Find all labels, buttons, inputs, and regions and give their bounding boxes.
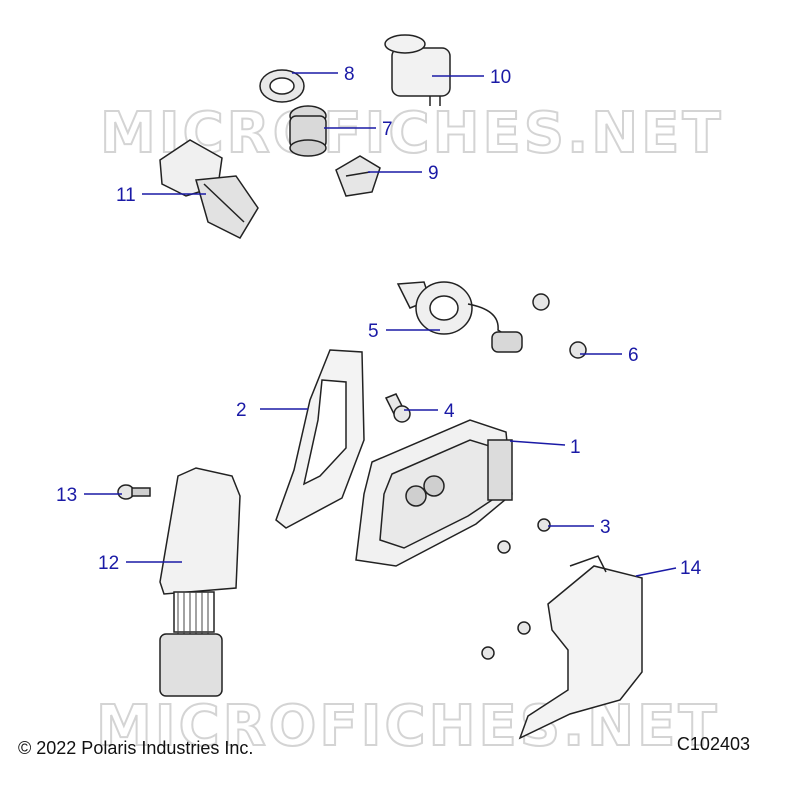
part-10-relay bbox=[384, 34, 451, 106]
callout-5: 5 bbox=[368, 321, 379, 342]
callout-1: 1 bbox=[570, 437, 581, 458]
part-11-ignition-switch bbox=[159, 139, 259, 239]
callout-9: 9 bbox=[428, 163, 439, 184]
callout-10: 10 bbox=[490, 67, 511, 88]
part-8-ring-nut bbox=[259, 69, 305, 103]
leader-lines bbox=[84, 72, 677, 577]
callout-2: 2 bbox=[236, 400, 247, 421]
part-1-control-module bbox=[355, 419, 513, 567]
part-6-nut bbox=[532, 293, 587, 359]
part-2-bracket bbox=[275, 349, 365, 529]
callout-4: 4 bbox=[444, 401, 455, 422]
callout-7: 7 bbox=[382, 119, 393, 140]
diagram-id: C102403 bbox=[676, 734, 750, 754]
part-14-cover bbox=[518, 555, 643, 740]
part-13-bolt bbox=[117, 484, 151, 500]
copyright-notice: © 2022 Polaris Industries Inc. bbox=[18, 738, 254, 758]
callout-3: 3 bbox=[600, 517, 611, 538]
part-12-harness-module bbox=[159, 467, 241, 697]
callout-6: 6 bbox=[628, 345, 639, 366]
watermark-bottom: MICROFICHES.NET bbox=[96, 694, 720, 759]
callout-11: 11 bbox=[116, 185, 136, 206]
callout-8: 8 bbox=[344, 64, 355, 85]
part-9-connector bbox=[335, 155, 381, 197]
part-7-sleeve bbox=[289, 105, 327, 157]
part-4-pin bbox=[384, 393, 411, 423]
part-5-sensor bbox=[396, 281, 523, 353]
callout-12: 12 bbox=[98, 553, 119, 574]
callout-14: 14 bbox=[680, 558, 702, 579]
part-3-screws bbox=[481, 518, 551, 660]
callout-13: 13 bbox=[56, 485, 77, 506]
